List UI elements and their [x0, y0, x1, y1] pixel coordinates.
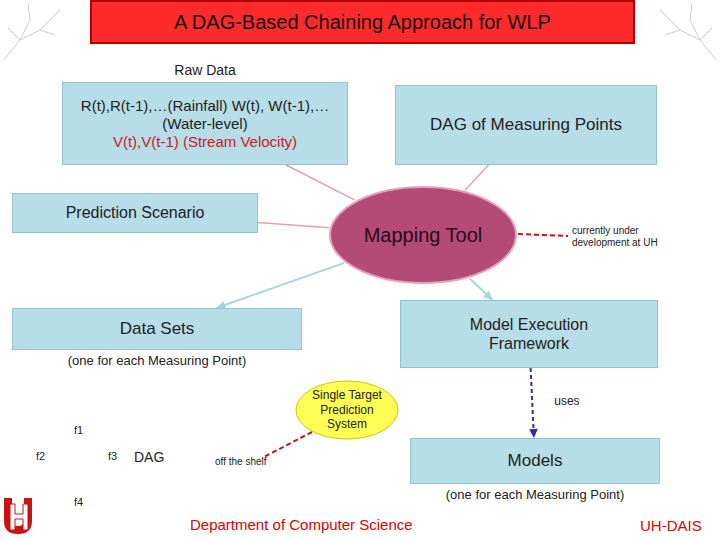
connector: [470, 279, 493, 300]
callout-line: [518, 234, 568, 236]
arrow-head: [483, 291, 493, 300]
title-text: A DAG-Based Chaining Approach for WLP: [174, 11, 551, 34]
process-box: DAG of Measuring Points: [395, 85, 657, 165]
box-subtitle: (one for each Measuring Point): [446, 487, 624, 503]
connector: [216, 263, 344, 308]
connector: [531, 368, 534, 438]
connector: [286, 165, 355, 200]
arrow-head: [529, 429, 538, 438]
system-ellipse: Single Target Prediction System: [295, 380, 399, 440]
box-label: Prediction Scenario: [66, 203, 205, 222]
data-box: Raw DataR(t),R(t-1),…(Rainfall) W(t), W(…: [62, 82, 348, 165]
process-box: Prediction Scenario: [12, 193, 258, 233]
dag-vertex: f1: [74, 424, 83, 437]
callout-line: [262, 432, 312, 458]
title-box: A DAG-Based Chaining Approach for WLP: [90, 0, 635, 44]
connector: [258, 222, 329, 227]
box-label: Models: [508, 451, 563, 471]
dag-caption: DAG: [134, 449, 164, 465]
box-label: DAG of Measuring Points: [430, 115, 622, 135]
dag-vertex: f4: [74, 496, 83, 509]
ellipse-shape: [330, 187, 516, 283]
logo-h: [10, 504, 28, 530]
box-heading: Raw Data: [174, 62, 235, 79]
data-list: V(t),V(t-1) (Stream Velocity): [113, 133, 297, 151]
box-label: Data Sets: [120, 319, 195, 339]
process-box: Model Execution Framework: [400, 300, 658, 368]
logo-u: [4, 498, 32, 534]
tree-branch: [660, 4, 716, 60]
box-label: Model Execution Framework: [454, 315, 604, 353]
uh-logo: [4, 498, 32, 534]
dag-vertex: f2: [36, 450, 45, 463]
data-list: R(t),R(t-1),…(Rainfall) W(t), W(t-1),…(W…: [63, 97, 347, 133]
ellipse-label: Mapping Tool: [364, 223, 483, 247]
connector: [465, 165, 489, 190]
ellipse-shape: [296, 381, 398, 439]
edge-label: uses: [554, 395, 579, 409]
process-box: Data Sets(one for each Measuring Point): [12, 308, 302, 350]
tree-branch: [4, 4, 60, 60]
footer-text: Department of Computer Science: [190, 516, 413, 533]
tool-ellipse: Mapping Tool: [328, 185, 518, 285]
process-box: Models(one for each Measuring Point): [410, 438, 660, 484]
footer-text: UH-DAIS: [640, 517, 702, 534]
ellipse-label: Single Target Prediction System: [308, 388, 386, 431]
dag-vertex: f3: [108, 450, 117, 463]
note: currently under development at UH: [572, 225, 672, 248]
box-subtitle: (one for each Measuring Point): [68, 353, 246, 369]
note: off the shelf: [215, 456, 267, 468]
